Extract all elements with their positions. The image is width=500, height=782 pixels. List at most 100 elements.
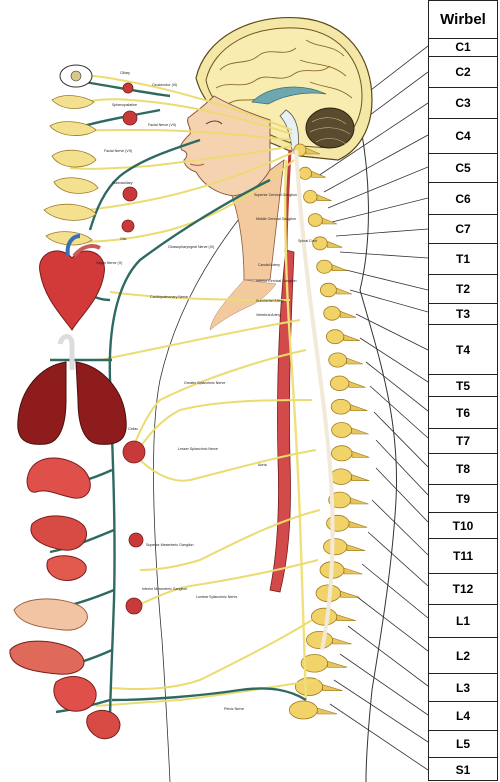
vertebra-row-t9: T9 <box>429 485 497 513</box>
otic-ganglion <box>121 219 135 233</box>
spinal-cord <box>294 149 335 651</box>
vertebra-row-s1: S1 <box>455 763 471 777</box>
submaxillary-ganglion <box>122 186 138 202</box>
vertebra-body <box>288 700 318 720</box>
vertebra-process <box>316 194 332 201</box>
vertebra-process <box>331 264 348 271</box>
label-facial: Facial Nerve (VII) <box>148 123 176 127</box>
label-celiac: Celiac <box>128 427 138 431</box>
nervous-system-illustration: Ciliary Oculomotor (III) Sphenopalatine … <box>9 16 428 782</box>
bladder-pelvic <box>53 676 121 740</box>
label-inferior-mesenteric: Inferior Mesenteric Ganglion <box>142 587 187 591</box>
vertebra-body <box>298 166 312 180</box>
vertebra-body <box>329 468 353 485</box>
vertebra-process <box>327 240 343 248</box>
label-middle-cervical: Middle Cervical Ganglion <box>256 217 296 221</box>
vertebra-row-c1: C1 <box>429 38 497 57</box>
vertebra-row-t5: T5 <box>429 375 497 397</box>
vertebra-process <box>322 217 338 225</box>
vertebra-process <box>346 357 364 365</box>
vertebra-process <box>350 497 369 505</box>
glands-upper <box>43 95 99 246</box>
sphenopalatine-ganglion <box>122 110 138 126</box>
intestines <box>9 598 88 675</box>
spinal-column <box>288 143 370 720</box>
vertebra-row-c7: C7 <box>429 215 497 244</box>
vertebra-row-l1: L1 <box>429 605 497 638</box>
cerebellum-folds <box>309 117 351 145</box>
label-superior-mesenteric: Superior Mesenteric Ganglion <box>146 543 194 547</box>
eye-organ <box>59 64 93 88</box>
label-facial2: Facial Nerve (VII) <box>104 149 132 153</box>
vertebra-process <box>348 520 368 528</box>
vertebra-body <box>323 538 348 556</box>
vertebra-process <box>348 380 366 388</box>
leader-lines <box>305 45 428 771</box>
vertebra-row-c5: C5 <box>429 154 497 183</box>
vertebra-process <box>336 287 353 295</box>
vertebra-row-t8: T8 <box>429 454 497 485</box>
vertebra-row-t6: T6 <box>429 397 497 429</box>
sympathetic-chain <box>284 159 308 701</box>
vertebra-body <box>326 514 350 532</box>
vertebra-process <box>343 334 360 341</box>
vertebra-process <box>351 474 370 481</box>
vertebra-process <box>305 147 321 155</box>
vertebra-row-t1: T1 <box>429 244 497 275</box>
kidney-liver <box>30 515 87 581</box>
label-sphenopalatine: Sphenopalatine <box>112 103 137 107</box>
brain-gyri <box>215 39 353 105</box>
vertebra-body <box>323 305 341 321</box>
vertebra-row-l3: L3 <box>429 674 497 702</box>
label-lumbar-splanchnic: Lumbar Splanchnic Nerve <box>196 595 237 599</box>
vertebra-body <box>325 329 345 345</box>
vertebra-row-l5: L5 <box>429 731 497 758</box>
label-lesser-splanchnic: Lesser Splanchnic Nerve <box>178 447 218 451</box>
label-glossopharyngeal: Glossopharyngeal Nerve (IX) <box>168 245 214 249</box>
vertebra-row-c6: C6 <box>429 183 497 215</box>
vertebra-row-t2: T2 <box>429 275 497 304</box>
vertebra-body <box>306 631 333 650</box>
vertebra-row-t12: T12 <box>429 574 497 605</box>
vertebra-process <box>351 450 370 458</box>
vertebra-row-l4: L4 <box>429 702 497 731</box>
anatomy-labels: Ciliary Oculomotor (III) Sphenopalatine … <box>96 71 317 711</box>
lungs <box>17 334 127 445</box>
vertebra-body <box>310 607 338 626</box>
label-cardiopulmonary: Cardiopulmonary Nerve <box>150 295 188 299</box>
label-vertebral: Vertebral Artery <box>256 313 281 317</box>
label-subclavian: Subclavian Artery <box>256 299 284 303</box>
vertebra-row-t3: T3 <box>429 304 497 325</box>
vertebra-body <box>329 375 350 392</box>
vertebra-row-c2: C2 <box>429 57 497 88</box>
vertebra-process <box>327 660 348 668</box>
lips <box>189 163 205 166</box>
front-contour <box>153 209 247 782</box>
label-pelvic: Pelvic Nerve <box>224 707 244 711</box>
vertebra-body <box>330 398 351 415</box>
label-inferior-cervical: Inferior Cervical Ganglion <box>256 279 297 283</box>
vertebra-body <box>319 282 337 298</box>
vertebra-row-t11: T11 <box>429 539 497 574</box>
ciliary-ganglion <box>122 82 134 94</box>
stomach <box>26 457 91 499</box>
vertebra-process <box>311 170 326 178</box>
vertebra-body <box>307 213 323 227</box>
vertebra-process <box>346 544 366 551</box>
vertebra-body <box>303 189 318 204</box>
label-greater-splanchnic: Greater Splanchnic Nerve <box>184 381 225 385</box>
torso-skin <box>209 279 277 331</box>
inferior-mesenteric-ganglion <box>125 597 143 615</box>
back-contour <box>354 99 397 782</box>
eye <box>205 120 223 125</box>
vertebra-process <box>343 567 363 575</box>
label-spinal-cord: Spinal Cord <box>298 239 317 243</box>
vertebra-body <box>331 445 353 462</box>
vertebra-process <box>350 404 368 411</box>
aorta <box>269 249 295 593</box>
label-otic: Otic <box>120 237 127 241</box>
vertebra-body <box>328 352 348 368</box>
heart <box>39 234 105 331</box>
corpus-callosum <box>251 86 327 105</box>
